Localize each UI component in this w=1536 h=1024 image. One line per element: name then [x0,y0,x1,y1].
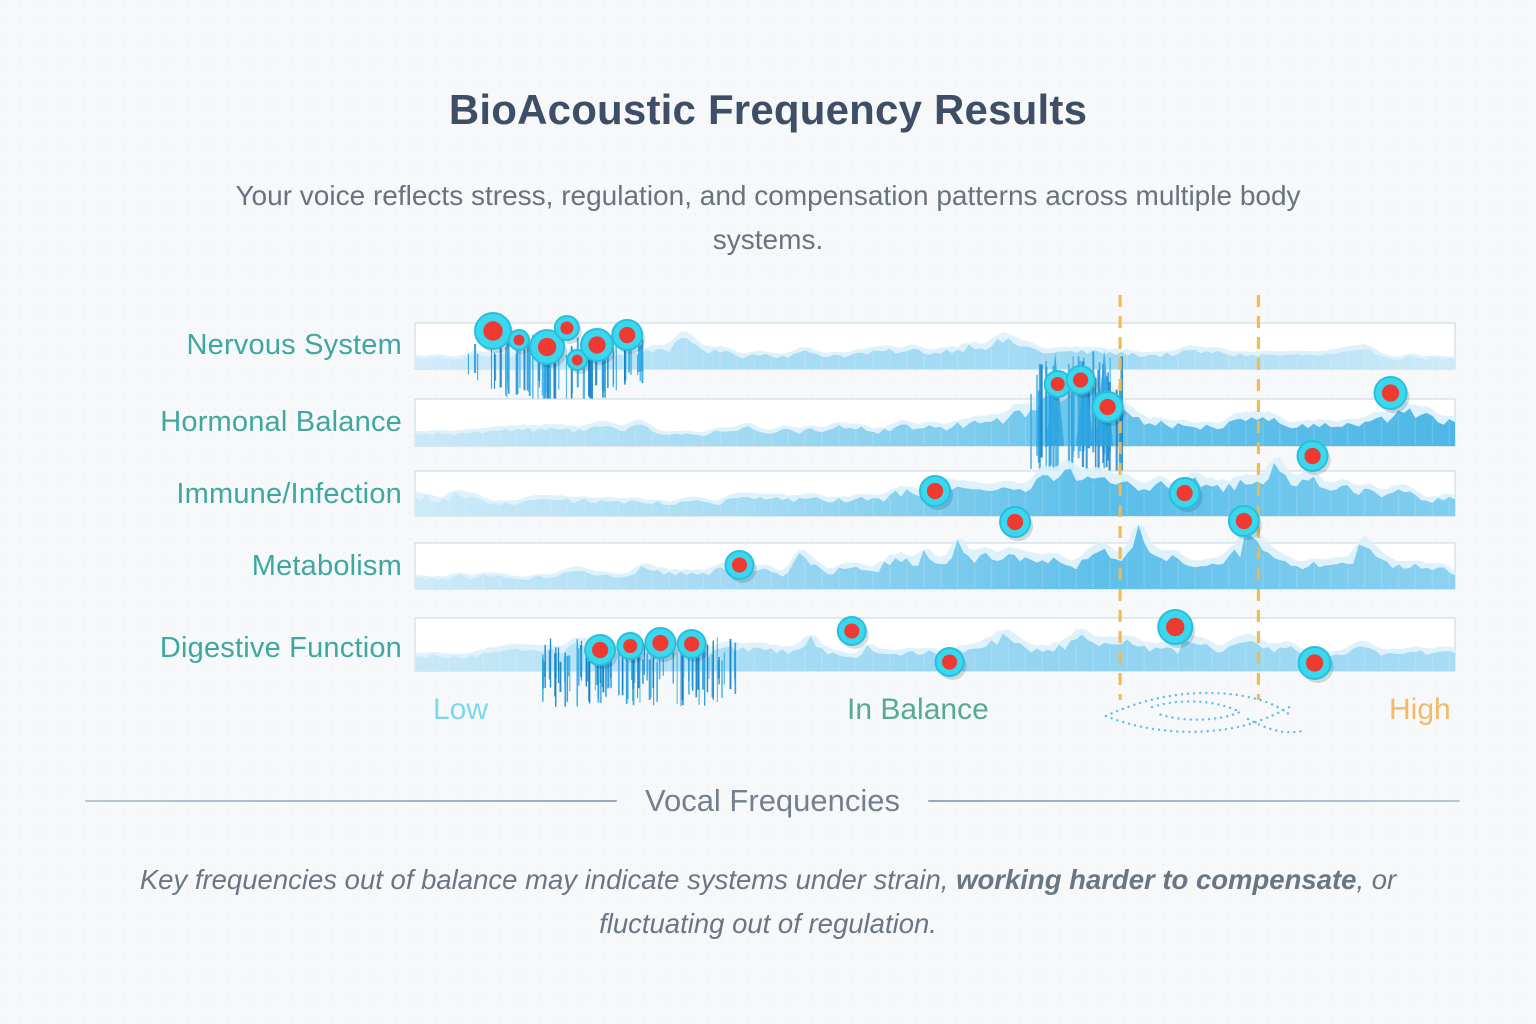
footer-caption: Key frequencies out of balance may indic… [93,858,1443,946]
axis-label-in-balance: In Balance [847,693,989,726]
divider-line-left [85,800,617,802]
page-title: BioAcoustic Frequency Results [448,86,1088,133]
frequency-marker [1168,477,1203,512]
section-divider: Vocal Frequencies [85,783,1461,819]
frequency-marker [616,632,647,663]
frequency-marker [1065,365,1098,398]
frequency-marker [1157,609,1196,648]
frequency-marker [676,629,709,662]
frequency-marker [508,329,532,354]
frequency-marker [934,647,967,680]
frequency-marker [1091,391,1126,426]
caption-prefix: Key frequencies out of balance may indic… [139,864,957,895]
frequency-marker [553,315,582,344]
frequency-marker [1297,646,1334,683]
divider-line-right [928,800,1461,802]
section-title: Vocal Frequencies [644,783,901,818]
frequency-marker [1227,505,1262,540]
page-subtitle-line2: systems. [712,224,824,255]
frequency-marker [724,550,757,583]
row-label-immune-infection: Immune/Infection [176,478,402,510]
page-subtitle-line1: Your voice reflects stress, regulation, … [235,180,1301,211]
frequency-marker [919,475,953,510]
row-label-hormonal-balance: Hormonal Balance [160,406,402,438]
frequency-marker [529,329,568,368]
frequency-marker [1296,440,1331,475]
frequency-marker [1373,376,1410,413]
dotted-wave-motif [1104,691,1304,734]
row-label-nervous-system: Nervous System [186,329,402,361]
frequency-marker [611,319,646,354]
caption-suffix: , or fluctuating out of regulation. [599,864,1397,939]
axis-label-high: High [1389,693,1451,726]
frequency-marker [566,349,591,374]
axis-label-low: Low [433,693,489,726]
caption-bold: working harder to compensate [956,864,1357,895]
frequency-marker [836,616,869,649]
row-label-metabolism: Metabolism [251,550,402,582]
page-subtitle: Your voice reflects stress, regulation, … [158,174,1378,262]
frequency-marker [644,627,679,662]
frequency-row [414,520,1456,590]
frequency-marker [584,634,619,669]
frequency-marker [999,506,1034,541]
frequency-marker [580,328,616,365]
row-label-digestive-function: Digestive Function [159,632,402,664]
frequency-marker [474,312,514,353]
